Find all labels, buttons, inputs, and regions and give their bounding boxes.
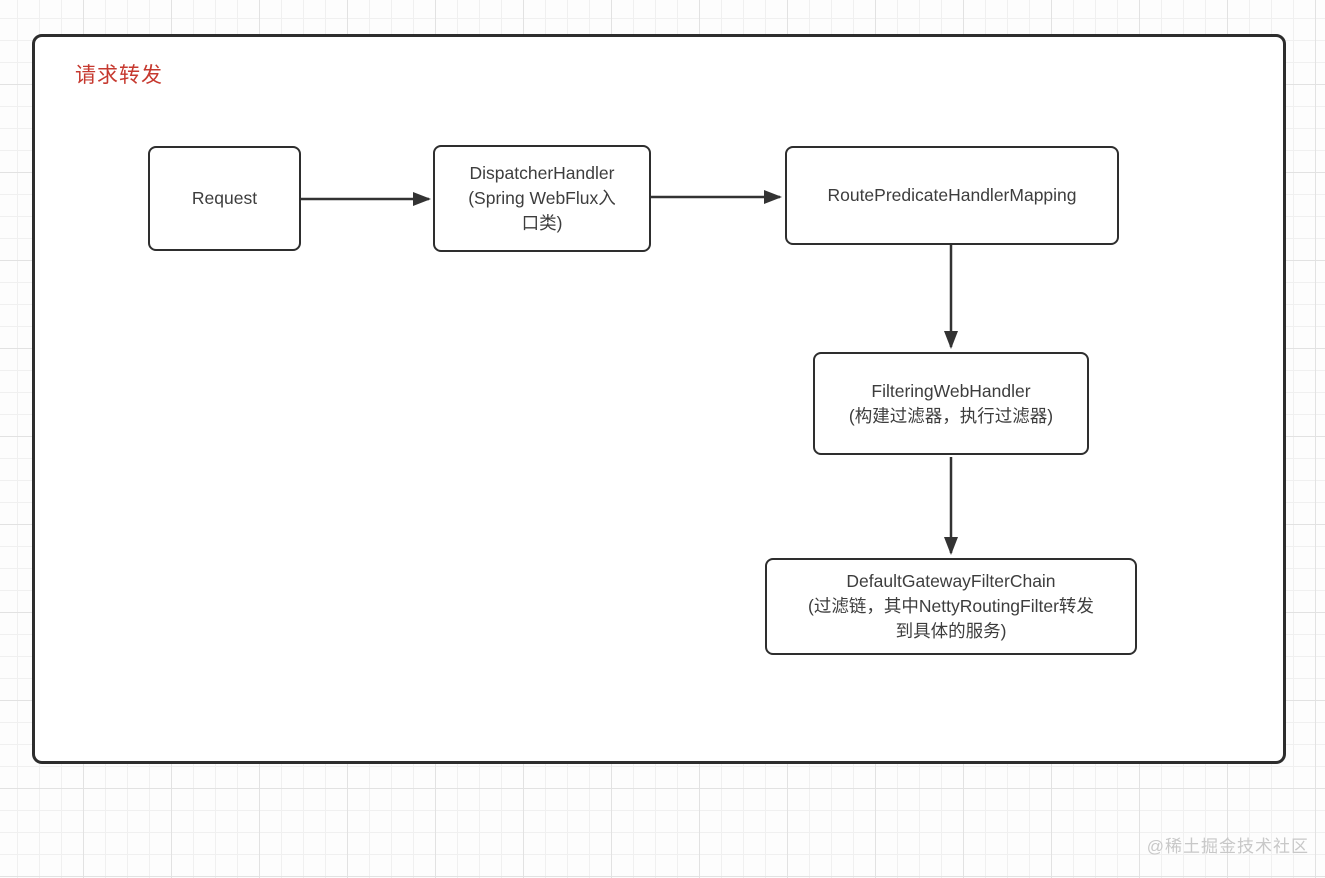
watermark: @稀土掘金技术社区 (1146, 837, 1309, 856)
node-dispatcher-handler: DispatcherHandler (Spring WebFlux入 口类) (433, 145, 651, 252)
node-request: Request (148, 146, 301, 251)
node-filtering-web-handler: FilteringWebHandler (构建过滤器，执行过滤器) (813, 352, 1089, 455)
diagram-title: 请求转发 (75, 64, 163, 87)
node-route-predicate-handler-mapping: RoutePredicateHandlerMapping (785, 146, 1119, 245)
node-default-gateway-filter-chain: DefaultGatewayFilterChain (过滤链，其中NettyRo… (765, 558, 1137, 655)
